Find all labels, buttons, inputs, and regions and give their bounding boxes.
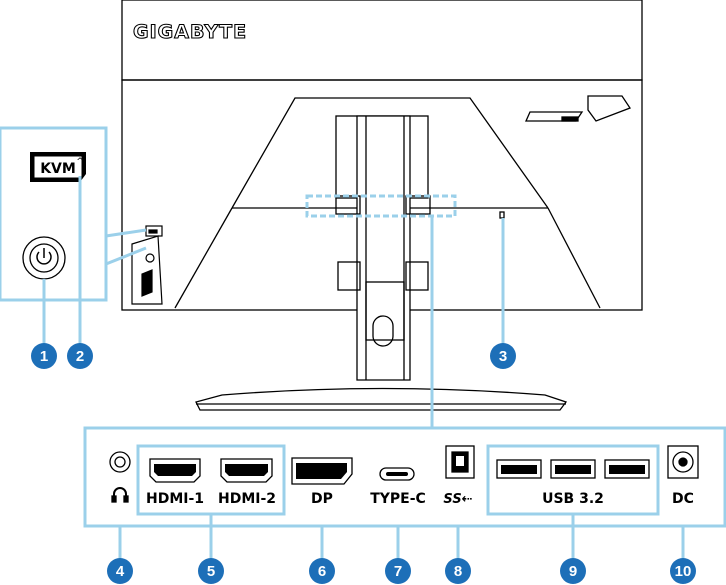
svg-text:2: 2 <box>76 348 84 365</box>
headphone-icon <box>113 487 127 500</box>
hdmi-1-port: HDMI-1 <box>146 458 204 507</box>
usb-a-port <box>604 459 650 479</box>
callout-4: 4 <box>107 558 133 584</box>
usb-b-upstream-port: SS⇠ <box>443 445 475 507</box>
kvm-caret-icon: ^ <box>76 157 84 167</box>
controls-zoom-box: KVM ^ <box>0 126 147 302</box>
usb-3-2-label: USB 3.2 <box>542 491 604 507</box>
svg-text:8: 8 <box>454 563 462 580</box>
callout-6: 6 <box>309 558 335 584</box>
cable-hole <box>372 315 394 347</box>
callout-7: 7 <box>385 558 411 584</box>
dc-label: DC <box>672 491 694 507</box>
callout-badges: 1 2 3 4 5 6 7 8 9 10 <box>31 343 696 584</box>
status-indicator <box>499 211 505 219</box>
svg-text:5: 5 <box>207 563 215 580</box>
kvm-button: KVM ^ <box>30 152 86 182</box>
monitor-stand <box>195 115 568 411</box>
type-c-label: TYPE-C <box>370 491 426 507</box>
svg-text:1: 1 <box>40 348 48 365</box>
rear-control-panel <box>131 225 163 305</box>
vent-slot <box>587 95 631 122</box>
displayport: DP <box>291 457 353 507</box>
headphone-jack <box>109 451 131 503</box>
callout-9: 9 <box>560 558 586 584</box>
callout-5: 5 <box>198 558 224 584</box>
callout-2: 2 <box>67 343 93 369</box>
callout-1: 1 <box>31 343 57 369</box>
monitor-rear-bulge <box>231 97 549 209</box>
hdmi-2-port: HDMI-2 <box>218 458 276 507</box>
ports-zoom-panel: HDMI-1 HDMI-2 DP TYPE-C SS⇠ <box>83 426 726 528</box>
power-icon <box>36 251 52 265</box>
hdmi-2-label: HDMI-2 <box>218 491 276 507</box>
dc-power-jack: DC <box>667 445 699 507</box>
superspeed-usb-icon: SS⇠ <box>443 492 472 507</box>
callout-leaders <box>42 176 685 560</box>
svg-text:4: 4 <box>116 563 125 580</box>
stand-base <box>195 387 568 411</box>
svg-text:3: 3 <box>499 348 507 365</box>
power-button <box>22 236 66 280</box>
callout-8: 8 <box>445 558 471 584</box>
port-region-highlight <box>305 194 457 218</box>
callout-10: 10 <box>670 558 696 584</box>
svg-text:6: 6 <box>318 563 326 580</box>
hdmi-1-label: HDMI-1 <box>146 491 204 507</box>
svg-text:9: 9 <box>569 563 577 580</box>
dp-label: DP <box>311 491 333 507</box>
svg-text:10: 10 <box>675 563 692 580</box>
type-c-port: TYPE-C <box>370 467 426 507</box>
usb-a-port <box>496 459 542 479</box>
usb-a-port <box>550 459 596 479</box>
brand-logo: GIGABYTE <box>133 21 247 43</box>
kvm-label: KVM <box>40 161 76 177</box>
callout-3: 3 <box>490 343 516 369</box>
svg-text:7: 7 <box>394 563 402 580</box>
usb-3-2-ports: USB 3.2 <box>496 459 650 507</box>
